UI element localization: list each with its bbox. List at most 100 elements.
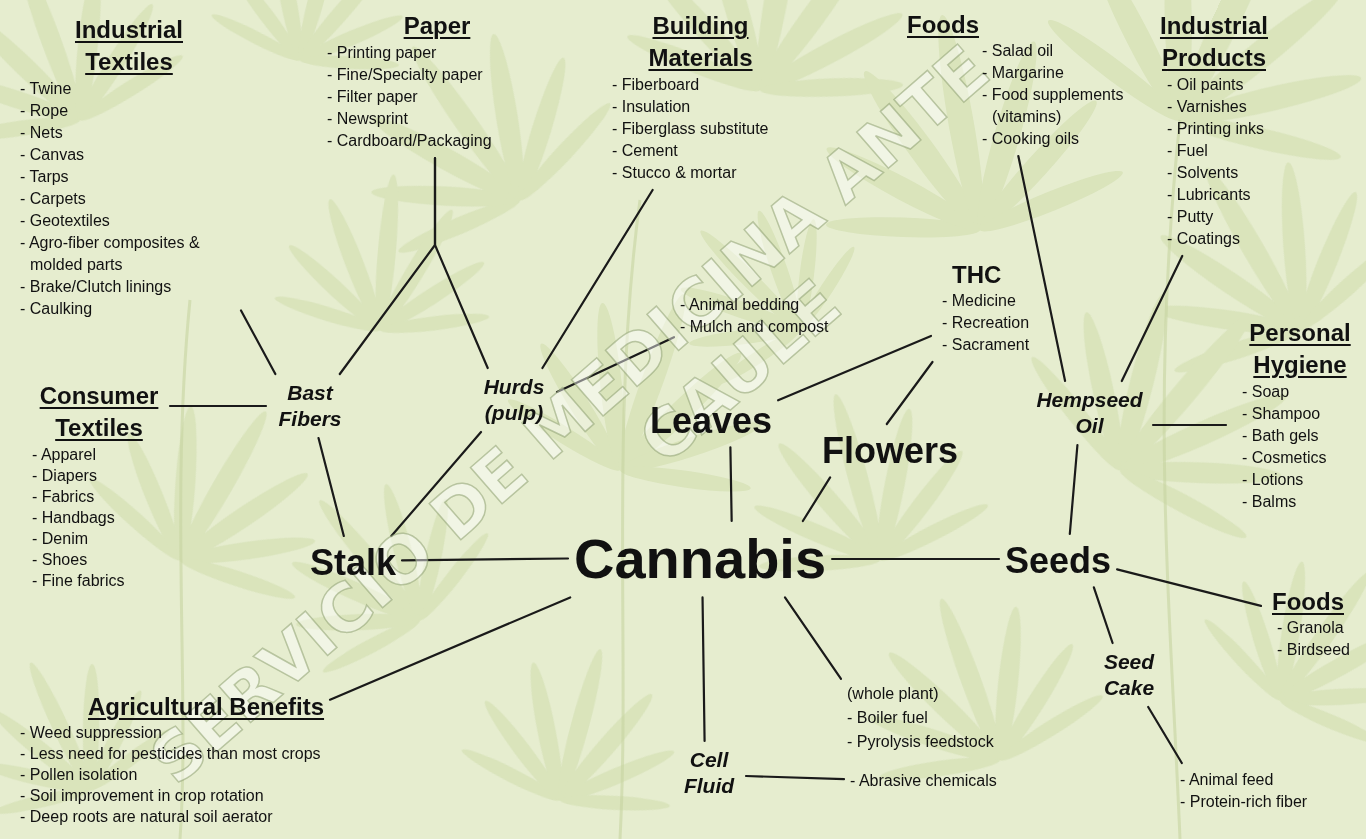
connector-line [703, 597, 705, 741]
category-group: Building Materials- Fiberboard- Insulati… [610, 8, 771, 186]
category-heading: Industrial Products [1155, 10, 1273, 74]
use-item: - Cosmetics [1242, 447, 1355, 469]
use-item: - Nets [20, 122, 235, 144]
use-item: - Shampoo [1242, 403, 1355, 425]
category-group: Agricultural Benefits- Weed suppression -… [18, 690, 326, 829]
use-item: - Fine/Specialty paper [327, 64, 492, 86]
product-stem: Hurds (pulp) [475, 372, 553, 428]
use-item: - Tarps [20, 166, 235, 188]
category-group: Personal Hygiene- Soap- Shampoo- Bath ge… [1230, 315, 1357, 515]
plant-part-label: Seeds [1005, 540, 1111, 581]
plant-part: Leaves [648, 398, 774, 443]
product-stem: Bast Fibers [270, 378, 350, 434]
connector-line [832, 558, 999, 560]
connector-line [1070, 445, 1078, 534]
use-item: - Stucco & mortar [612, 162, 769, 184]
use-item: - Printing paper [327, 42, 492, 64]
use-item: - Cement [612, 140, 769, 162]
use-item: - Canvas [20, 144, 235, 166]
use-item: - Lotions [1242, 469, 1355, 491]
use-item: - Filter paper [327, 86, 492, 108]
category-group: Industrial Products- Oil paints- Varnish… [1145, 8, 1275, 252]
use-item: - Mulch and compost [680, 316, 829, 338]
use-item: - Geotextiles [20, 210, 235, 232]
use-item: - Medicine [942, 290, 1029, 312]
use-item: - Printing inks [1167, 118, 1273, 140]
category-heading: Foods [1272, 587, 1350, 617]
category-heading: Agricultural Benefits [88, 692, 324, 722]
use-item: - Deep roots are natural soil aerator [20, 806, 324, 827]
plant-part: Flowers [820, 428, 960, 473]
category-heading: Consumer Textiles [34, 380, 164, 444]
use-item: - Food supplements (vitamins) [982, 84, 1142, 128]
use-item: - Coatings [1167, 228, 1273, 250]
use-item: - Balms [1242, 491, 1355, 513]
use-item: - Shoes [32, 549, 164, 570]
category-heading: Building Materials [643, 10, 758, 74]
plant-part: Stalk [308, 540, 398, 585]
plant-part-label: Flowers [822, 430, 958, 471]
use-item: - Margarine [982, 62, 1142, 84]
use-item: - Weed suppression [20, 722, 324, 743]
connector-line [1094, 587, 1113, 643]
product-label: Bast Fibers [272, 380, 348, 432]
plant-part: Cannabis [572, 525, 828, 593]
use-item: (whole plant) [847, 682, 994, 706]
use-item: - Cardboard/Packaging [327, 130, 492, 152]
connector-line [241, 310, 275, 374]
plant-part: Seeds [1003, 538, 1113, 583]
use-item: - Animal feed [1180, 769, 1307, 791]
use-item: - Solvents [1167, 162, 1273, 184]
connector-line [1148, 707, 1182, 763]
use-item: - Twine [20, 78, 235, 100]
use-item: - Denim [32, 528, 164, 549]
use-item: - Pyrolysis feedstock [847, 730, 994, 754]
connector-line [887, 362, 933, 424]
connector-line [1122, 256, 1182, 381]
use-item: - Cooking oils [982, 128, 1142, 150]
connector-line [1117, 569, 1261, 606]
plant-part-label: Cannabis [574, 527, 826, 591]
category-group: Industrial Textiles- Twine- Rope- Nets- … [18, 12, 237, 322]
use-item: - Carpets [20, 188, 235, 210]
use-item: - Recreation [942, 312, 1029, 334]
connector-line [730, 447, 731, 521]
use-item: - Granola [1277, 617, 1350, 639]
product-label: Hempseed Oil [1032, 387, 1147, 439]
use-item: - Pollen isolation [20, 764, 324, 785]
item-list: (whole plant)- Boiler fuel- Pyrolysis fe… [845, 680, 996, 756]
connector-line [1153, 424, 1226, 426]
use-item: - Protein-rich fiber [1180, 791, 1307, 813]
connector-line [746, 776, 844, 779]
product-label: Cell Fluid [678, 747, 740, 799]
use-item: - Varnishes [1167, 96, 1273, 118]
use-item: - Rope [20, 100, 235, 122]
use-item: - Boiler fuel [847, 706, 994, 730]
use-item: - Apparel [32, 444, 164, 465]
use-item: - Putty [1167, 206, 1273, 228]
category-heading: THC [952, 260, 1029, 290]
product-stem: Seed Cake [1095, 647, 1163, 703]
plant-part-label: Stalk [310, 542, 396, 583]
use-item: - Animal bedding [680, 294, 829, 316]
use-item: - Salad oil [982, 40, 1142, 62]
category-heading: Personal Hygiene [1245, 317, 1355, 381]
category-group: Foods- Salad oil- Margarine- Food supple… [905, 8, 1144, 152]
category-heading: Foods [907, 10, 1142, 40]
use-item: - Birdseed [1277, 639, 1350, 661]
use-item: - Handbags [32, 507, 164, 528]
use-item: - Diapers [32, 465, 164, 486]
use-item: - Brake/Clutch linings [20, 276, 235, 298]
connector-line [340, 158, 435, 374]
item-list: - Animal feed- Protein-rich fiber [1178, 767, 1309, 815]
product-label: Hurds (pulp) [477, 374, 551, 426]
connector-line [785, 597, 841, 679]
use-item: - Newsprint [327, 108, 492, 130]
use-item: - Bath gels [1242, 425, 1355, 447]
connector-line [170, 405, 266, 407]
plant-part-label: Leaves [650, 400, 772, 441]
use-item: - Agro-fiber composites & molded parts [20, 232, 235, 276]
